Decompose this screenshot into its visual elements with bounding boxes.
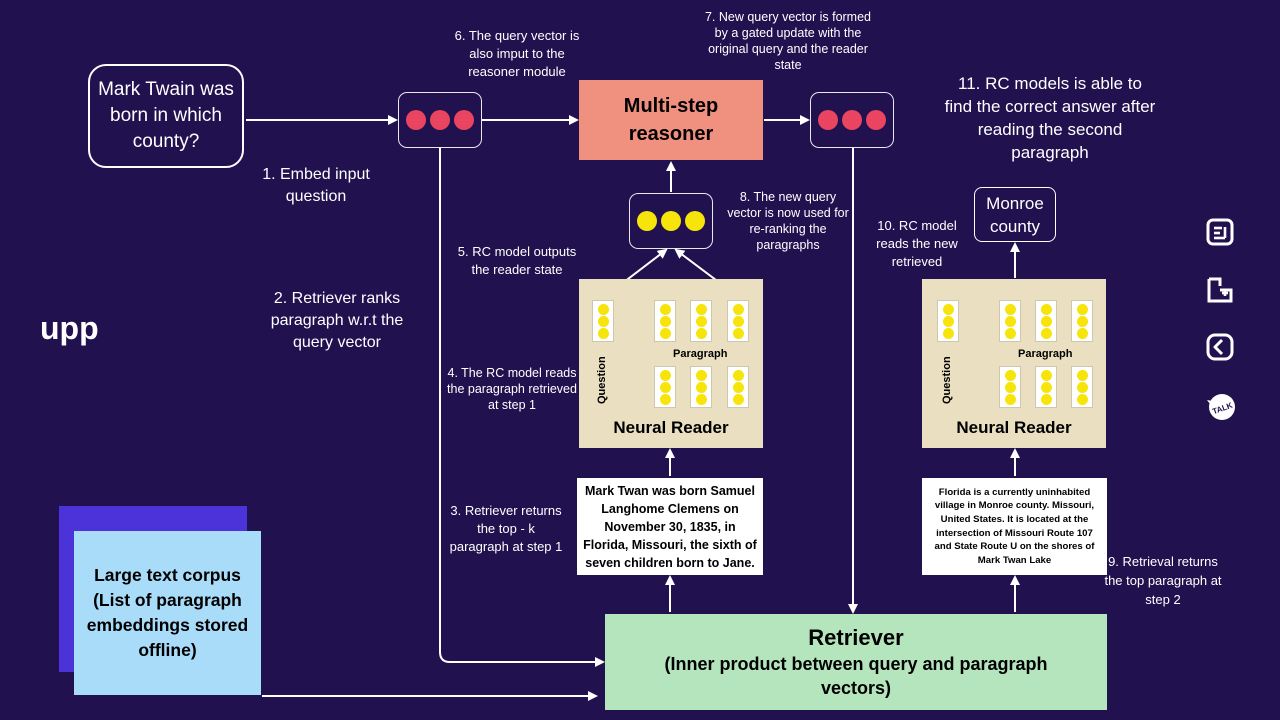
paragraph-chip — [690, 366, 712, 408]
step-6-note: 6. The query vector is also imput to the… — [454, 28, 580, 79]
retrieved-paragraph-2: Florida is a currently uninhabited villa… — [922, 478, 1107, 575]
new-query-vector-dot — [866, 110, 886, 130]
brand-logo: upp — [40, 310, 99, 346]
step-4-note: 4. The RC model reads the paragraph retr… — [447, 366, 577, 412]
paragraph-chip — [999, 300, 1021, 342]
retriever-title: Retriever — [808, 625, 904, 650]
query-vector-dot — [406, 110, 426, 130]
retriever-box: Retriever (Inner product between query a… — [605, 614, 1107, 710]
neural-reader-title: Neural Reader — [956, 418, 1072, 437]
paragraph-chip — [727, 300, 749, 342]
document-icon[interactable] — [1206, 218, 1234, 246]
query-vector-dot — [454, 110, 474, 130]
paragraph-label: Paragraph — [673, 348, 728, 360]
reader-state-box — [629, 193, 713, 249]
reader-state-dot — [637, 211, 657, 231]
paragraph-chip — [1035, 300, 1057, 342]
question-chip — [592, 300, 614, 342]
paragraph-chip — [1071, 366, 1093, 408]
reader-state-dot — [661, 211, 681, 231]
question-label: Question — [941, 356, 953, 404]
query-vector-dot — [430, 110, 450, 130]
step-9-note: 9. Retrieval returns the top paragraph a… — [1104, 554, 1222, 607]
paragraph-chip — [654, 366, 676, 408]
talk-bubble-icon[interactable]: TALK — [1206, 392, 1236, 424]
step-10-note: 10. RC model reads the new retrieved — [876, 218, 958, 269]
reader-state-dot — [685, 211, 705, 231]
answer-box: Monroe county — [974, 187, 1056, 242]
question-label: Question — [596, 356, 608, 404]
new-query-vector-dot — [842, 110, 862, 130]
retriever-subtitle: (Inner product between query and paragra… — [664, 654, 1048, 698]
step-3-note: 3. Retriever returns the top - k paragra… — [449, 503, 563, 554]
neural-reader-right: Paragraph Question Neural Reader — [922, 279, 1106, 448]
step-2-note: 2. Retriever ranks paragraph w.r.t the q… — [270, 290, 404, 351]
paragraph-chip — [1071, 300, 1093, 342]
paragraph-chip — [654, 300, 676, 342]
paragraph-chip — [999, 366, 1021, 408]
retrieved-paragraph-1: Mark Twan was born Samuel Langhome Cleme… — [577, 478, 763, 575]
step-1-note: 1. Embed input question — [262, 166, 370, 205]
neural-reader-left: Paragraph Question Neural Reader — [579, 279, 763, 448]
new-query-vector-box — [810, 92, 894, 148]
text-corpus-box: Large text corpus (List of paragraph emb… — [74, 531, 261, 695]
paragraph-chip — [727, 366, 749, 408]
step-11-note: 11. RC models is able to find the correc… — [944, 74, 1156, 162]
arrow-vector-to-retriever — [439, 148, 605, 667]
input-question-box: Mark Twain was born in which county? — [88, 64, 244, 168]
step-8-note: 8. The new query vector is now used for … — [727, 190, 849, 252]
plus-frame-icon[interactable] — [1206, 276, 1234, 304]
query-vector-box — [398, 92, 482, 148]
question-chip — [937, 300, 959, 342]
multi-step-reasoner-box: Multi-step reasoner — [579, 80, 763, 160]
neural-reader-title: Neural Reader — [613, 418, 729, 437]
paragraph-chip — [1035, 366, 1057, 408]
k-badge-icon[interactable] — [1206, 333, 1234, 361]
paragraph-chip — [690, 300, 712, 342]
step-5-note: 5. RC model outputs the reader state — [457, 244, 577, 277]
paragraph-label: Paragraph — [1018, 348, 1073, 360]
new-query-vector-dot — [818, 110, 838, 130]
step-7-note: 7. New query vector is formed by a gated… — [704, 10, 872, 72]
